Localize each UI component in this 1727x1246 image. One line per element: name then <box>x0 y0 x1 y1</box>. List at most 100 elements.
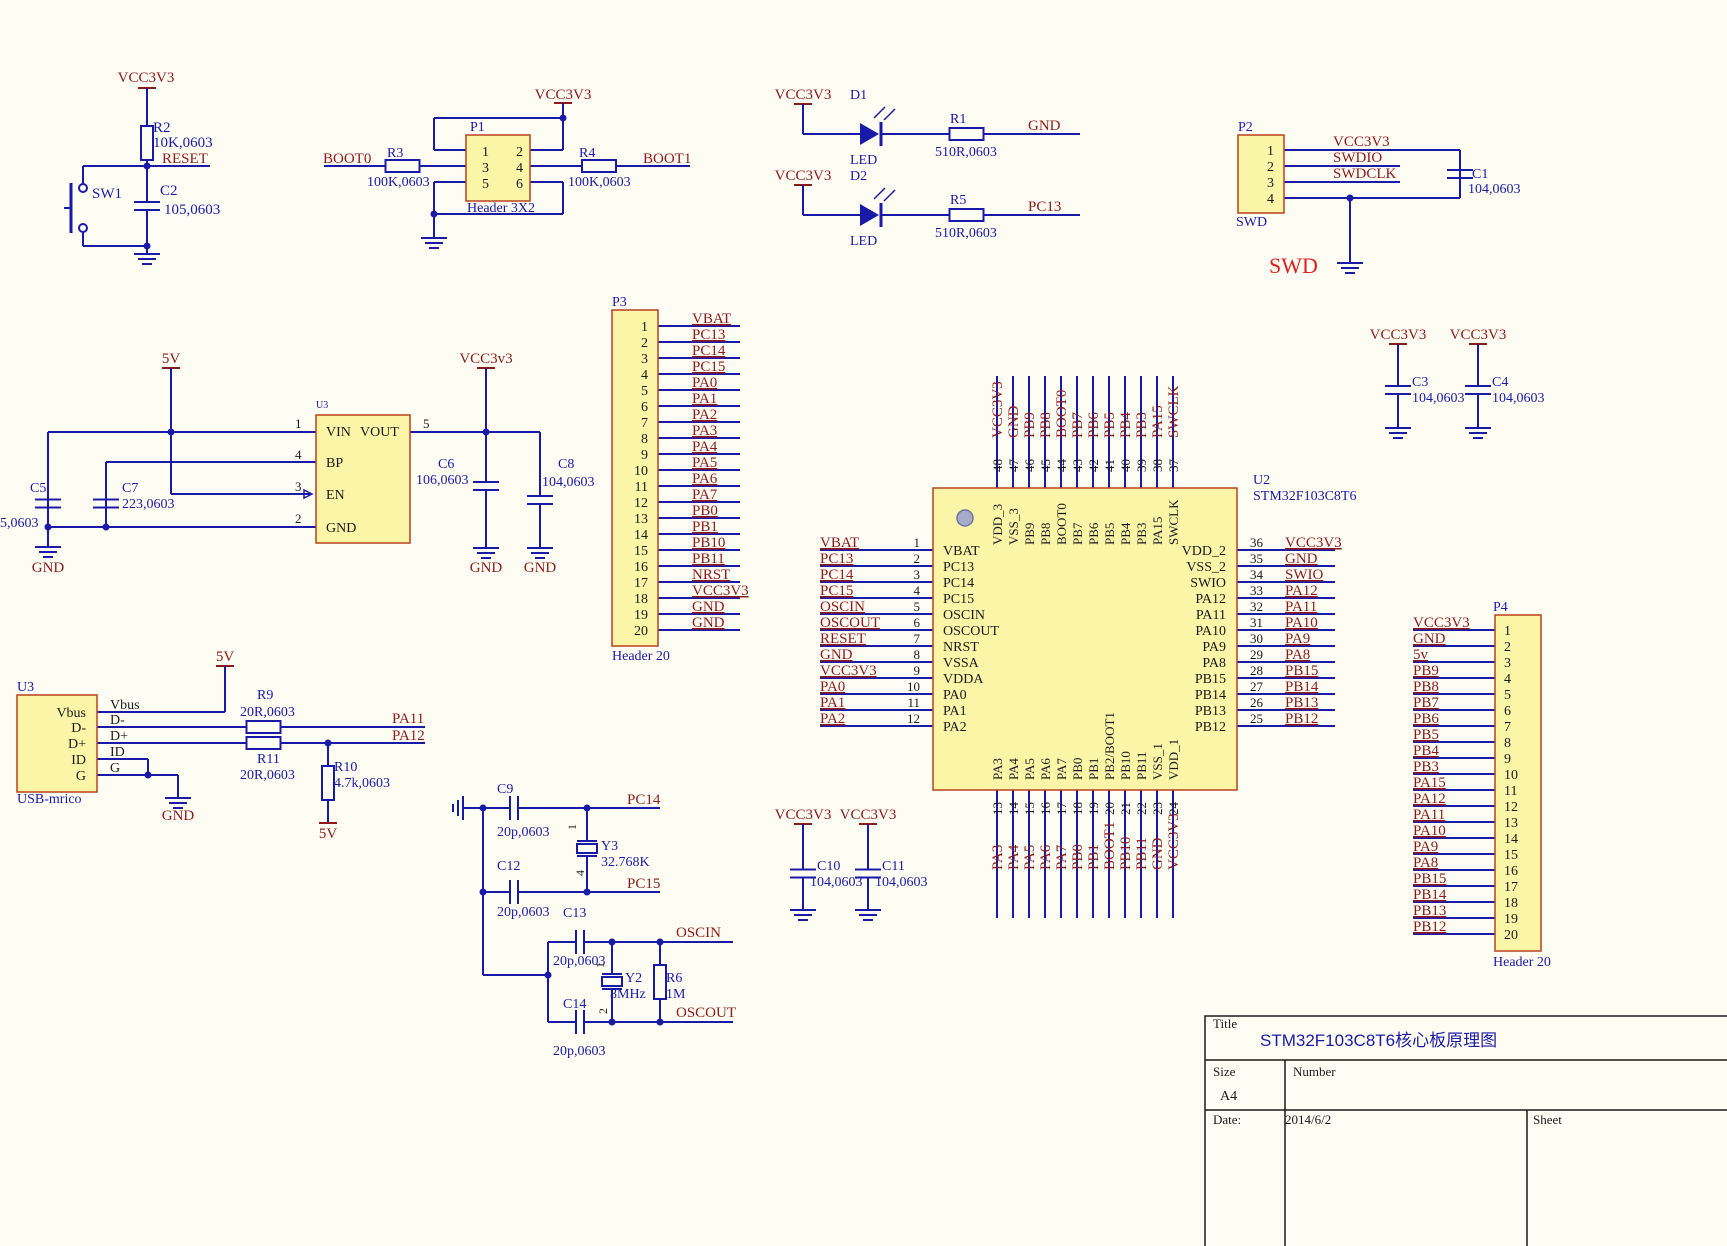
label: 1M <box>666 987 686 1002</box>
label: VCC3V3 <box>1450 327 1507 343</box>
label: 18 <box>1504 896 1518 911</box>
label: VSS_2 <box>1186 560 1226 575</box>
label: SWD <box>1236 215 1267 230</box>
label: NRST <box>943 640 979 655</box>
label: PA9 <box>1202 640 1226 655</box>
vcc-label: VCC3V3 <box>118 70 175 86</box>
label: 10K,0603 <box>153 135 213 151</box>
label: GND <box>1285 551 1318 567</box>
label: PA6 <box>1038 844 1054 870</box>
label: 14 <box>634 528 648 543</box>
usb-connector <box>16 694 98 793</box>
label: P1 <box>470 120 485 135</box>
label: BOOT1 <box>643 151 691 167</box>
label: SWIO <box>1190 576 1226 591</box>
label: PC15 <box>820 583 853 599</box>
p2-header <box>1237 134 1285 214</box>
label: PB3 <box>1413 759 1439 775</box>
label: PA3 <box>990 845 1006 870</box>
label: VSS_3 <box>1006 508 1021 545</box>
label: 5 <box>423 416 430 431</box>
label: 21 <box>1118 802 1133 815</box>
label: 32.768K <box>601 855 650 870</box>
label: 104,0603 <box>875 875 928 890</box>
r3-resistor <box>384 159 421 173</box>
label: R4 <box>579 146 595 161</box>
label: OSCIN <box>943 608 985 623</box>
label: PA10 <box>1413 823 1446 839</box>
label: 12 <box>1504 800 1518 815</box>
label: 15 <box>1504 848 1518 863</box>
label: Header 20 <box>1493 955 1551 970</box>
label: R1 <box>950 112 966 127</box>
label: VCC3V3 <box>990 381 1006 438</box>
junction-dot <box>583 804 591 812</box>
label: 14 <box>1504 832 1518 847</box>
label: BOOT1 <box>1102 822 1118 870</box>
label: 42 <box>1086 459 1101 472</box>
label: Vbus <box>110 698 140 713</box>
label: VDD_2 <box>1182 544 1226 559</box>
label: PB4 <box>1118 412 1134 438</box>
reset-net: RESET <box>162 151 208 167</box>
led-arrow <box>883 189 896 202</box>
label: BOOT0 <box>1054 390 1070 438</box>
label: ID <box>71 753 86 768</box>
pin1-marker <box>956 509 974 527</box>
label: 32 <box>1250 599 1263 614</box>
label: GND <box>470 560 503 576</box>
label: VCC3V3 <box>840 807 897 823</box>
label: 22 <box>1134 802 1149 815</box>
label: 39 <box>1134 459 1149 472</box>
label: 1 <box>1504 624 1511 639</box>
label: 5v <box>1413 647 1429 663</box>
label: 7 <box>1504 720 1511 735</box>
label: C7 <box>122 481 138 496</box>
label: 10 <box>634 464 648 479</box>
label: C1 <box>1472 167 1488 182</box>
label: PC14 <box>820 567 854 583</box>
label: 104,0603 <box>542 475 595 490</box>
label: P4 <box>1493 600 1508 615</box>
label: 100K,0603 <box>568 175 631 190</box>
label: PB0 <box>1070 844 1086 870</box>
label: 45 <box>1038 459 1053 472</box>
label: 4 <box>516 161 523 176</box>
label: 9 <box>1504 752 1511 767</box>
label: D- <box>71 721 86 736</box>
label: NRST <box>692 567 730 583</box>
label: 17 <box>1504 880 1518 895</box>
label: 1 <box>295 416 302 431</box>
label: 4 <box>641 368 648 383</box>
label: PA11 <box>1196 608 1226 623</box>
junction-dot <box>167 428 175 436</box>
switch-contact <box>78 183 88 193</box>
label: 3 <box>1504 656 1511 671</box>
label: PA6 <box>1038 758 1053 780</box>
label: 46 <box>1022 459 1037 473</box>
label: PA15 <box>1413 775 1446 791</box>
label: R3 <box>387 146 403 161</box>
p1-header <box>465 134 531 202</box>
label: 16 <box>634 560 648 575</box>
led-resistor <box>948 208 985 222</box>
label: 1 <box>482 145 489 160</box>
label: PA12 <box>392 728 425 744</box>
junction-dot <box>44 523 52 531</box>
junction-dot <box>144 771 152 779</box>
label: PB3 <box>1134 523 1149 545</box>
r2-resistor <box>140 125 154 161</box>
label: R10 <box>334 760 357 775</box>
label: 6 <box>641 400 648 415</box>
label: PB13 <box>1285 695 1318 711</box>
label: Title <box>1213 1016 1237 1031</box>
label: 41 <box>1102 459 1117 472</box>
junction-dot <box>324 739 332 747</box>
label: STM32F103C8T6核心板原理图 <box>1260 1031 1497 1050</box>
label: Sheet <box>1533 1112 1562 1127</box>
label: 3 <box>914 567 921 582</box>
label: 19 <box>1086 802 1101 815</box>
r10-resistor <box>321 765 335 801</box>
label: PB14 <box>1285 679 1319 695</box>
label: PA12 <box>1413 791 1446 807</box>
